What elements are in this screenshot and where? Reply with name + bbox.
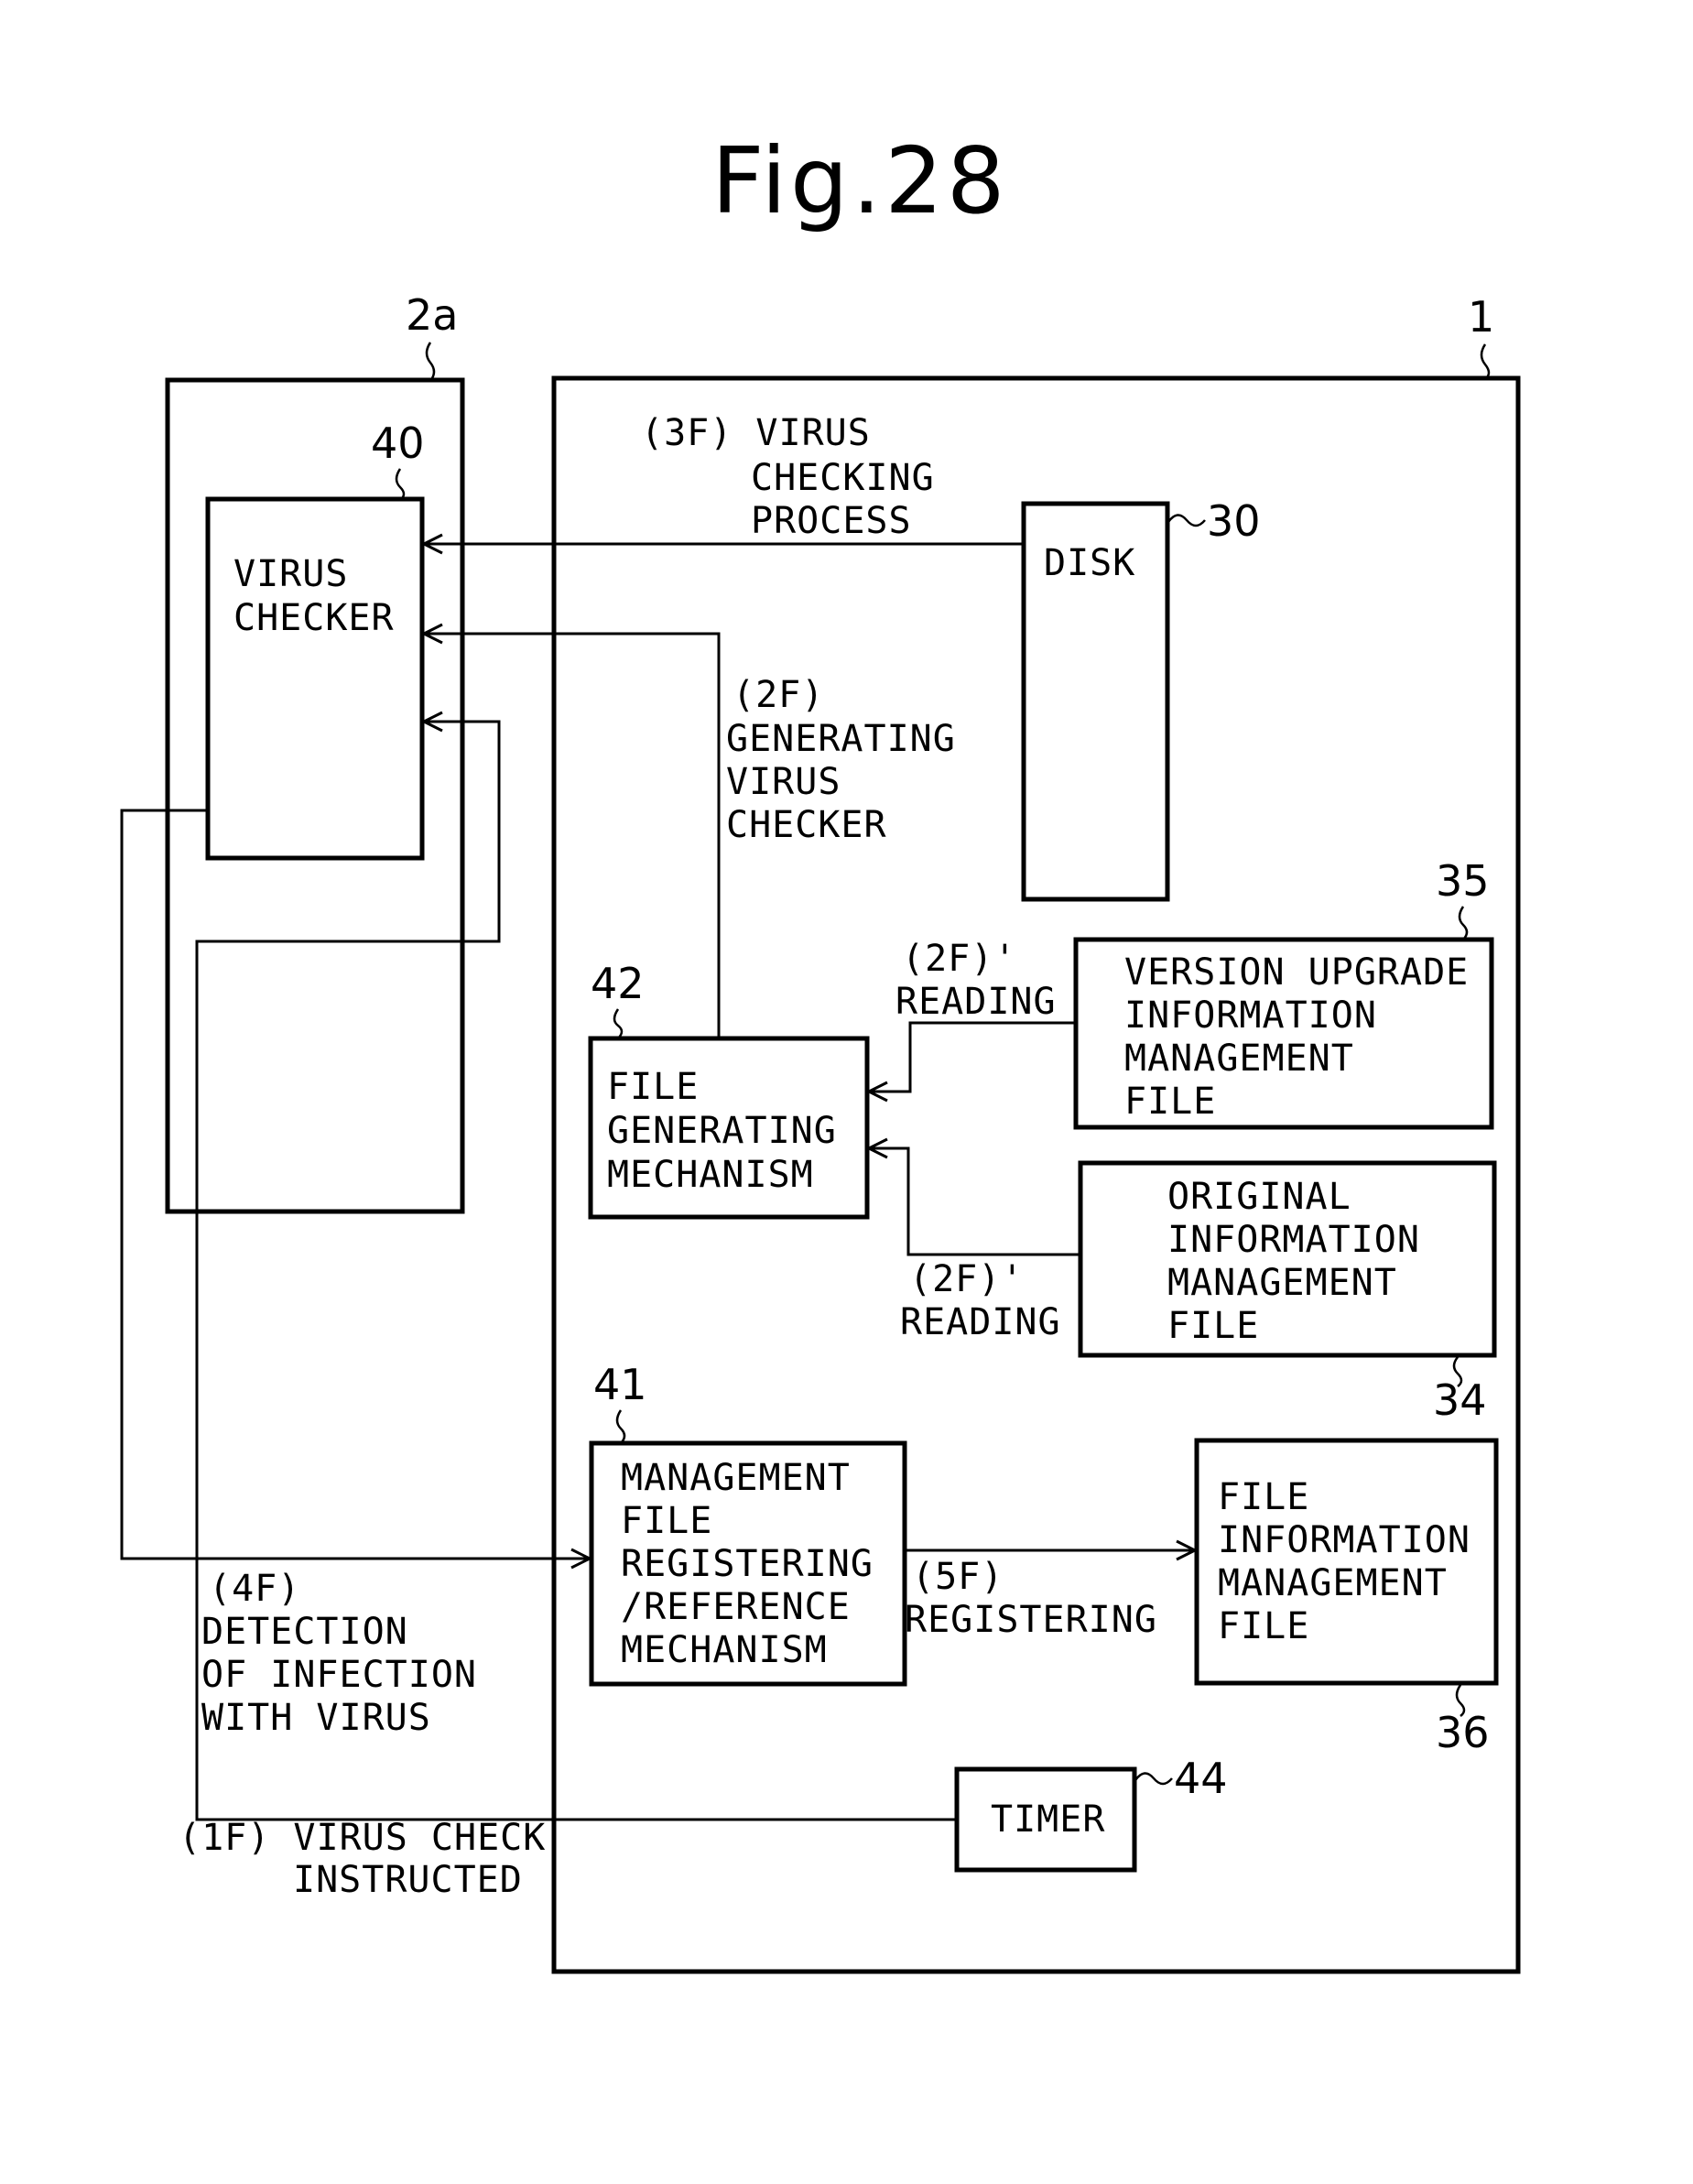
arrow-4f-detection: [122, 810, 590, 1568]
step-1f-label: (1F) VIRUS CHECK INSTRUCTED: [179, 1817, 546, 1901]
arrow-3f-virus-checking: [424, 535, 1024, 553]
arrow-2f-generating: [424, 625, 719, 1038]
original-information-file-label: ORIGINAL INFORMATION MANAGEMENT FILE: [1167, 1176, 1420, 1347]
svg-text:TIMER: TIMER: [991, 1798, 1105, 1841]
ref-1: 1: [1468, 292, 1494, 379]
svg-text:(3F) VIRUS: (3F) VIRUS: [641, 412, 871, 454]
ref-42: 42: [591, 959, 645, 1038]
svg-text:42: 42: [591, 959, 645, 1008]
svg-text:(2F): (2F): [733, 674, 824, 716]
arrow-2f-reading-version: [869, 1023, 1076, 1101]
ref-40: 40: [371, 418, 425, 500]
ref-2a: 2a: [406, 290, 458, 381]
svg-text:VIRUS: VIRUS: [233, 553, 348, 595]
svg-text:INSTRUCTED: INSTRUCTED: [293, 1859, 523, 1901]
svg-text:FILE: FILE: [1124, 1081, 1216, 1123]
registering-reference-mechanism-label: MANAGEMENT FILE REGISTERING /REFERENCE M…: [621, 1457, 874, 1671]
step-4f-label: (4F) DETECTION OF INFECTION WITH VIRUS: [201, 1568, 477, 1739]
svg-text:OF INFECTION: OF INFECTION: [201, 1654, 477, 1696]
svg-text:MECHANISM: MECHANISM: [607, 1154, 814, 1196]
svg-text:(1F) VIRUS CHECK: (1F) VIRUS CHECK: [179, 1817, 546, 1859]
ref-41: 41: [593, 1360, 647, 1443]
step-2f-label: (2F) GENERATING VIRUS CHECKER: [726, 674, 956, 846]
virus-checker-label: VIRUS CHECKER: [233, 553, 395, 639]
step-5f-label: (5F) REGISTERING: [905, 1556, 1157, 1641]
ref-34: 34: [1433, 1357, 1487, 1425]
svg-text:CHECKING: CHECKING: [751, 457, 935, 499]
svg-text:READING: READING: [895, 981, 1057, 1023]
svg-text:ORIGINAL: ORIGINAL: [1167, 1176, 1351, 1218]
file-information-file-label: FILE INFORMATION MANAGEMENT FILE: [1218, 1476, 1471, 1647]
svg-text:FILE: FILE: [1218, 1605, 1309, 1647]
svg-text:FILE: FILE: [621, 1500, 712, 1542]
svg-text:MANAGEMENT: MANAGEMENT: [1124, 1038, 1354, 1080]
svg-text:2a: 2a: [406, 290, 458, 340]
svg-text:CHECKER: CHECKER: [233, 597, 395, 639]
svg-text:INFORMATION: INFORMATION: [1167, 1219, 1420, 1261]
svg-text:35: 35: [1436, 856, 1490, 906]
step-2f-reading-top-label: (2F)' READING: [895, 938, 1057, 1023]
svg-text:VERSION UPGRADE: VERSION UPGRADE: [1124, 951, 1469, 994]
svg-text:REGISTERING: REGISTERING: [621, 1543, 874, 1585]
svg-text:30: 30: [1207, 496, 1261, 546]
svg-text:GENERATING: GENERATING: [607, 1110, 837, 1152]
svg-text:WITH VIRUS: WITH VIRUS: [201, 1697, 431, 1739]
disk-label: DISK: [1044, 542, 1135, 584]
ref-44: 44: [1135, 1754, 1228, 1803]
svg-text:MANAGEMENT: MANAGEMENT: [1218, 1562, 1448, 1604]
svg-text:MANAGEMENT: MANAGEMENT: [1167, 1262, 1397, 1304]
ref-36: 36: [1436, 1685, 1490, 1757]
version-upgrade-file-label: VERSION UPGRADE INFORMATION MANAGEMENT F…: [1124, 951, 1469, 1123]
file-generating-mechanism-label: FILE GENERATING MECHANISM: [607, 1066, 837, 1196]
step-3f-label: (3F) VIRUS CHECKING PROCESS: [641, 412, 935, 542]
svg-text:(2F)': (2F)': [909, 1258, 1024, 1300]
svg-text:READING: READING: [900, 1301, 1061, 1343]
svg-text:FILE: FILE: [607, 1066, 699, 1108]
svg-text:41: 41: [593, 1360, 647, 1409]
figure-title: Fig.28: [711, 127, 1009, 234]
svg-text:40: 40: [371, 418, 425, 468]
svg-text:VIRUS: VIRUS: [726, 761, 841, 803]
arrow-2f-reading-original: [869, 1139, 1080, 1255]
svg-text:44: 44: [1174, 1754, 1228, 1803]
svg-text:1: 1: [1468, 292, 1494, 342]
svg-text:FILE: FILE: [1218, 1476, 1309, 1518]
svg-text:DETECTION: DETECTION: [201, 1611, 408, 1653]
svg-text:/REFERENCE: /REFERENCE: [621, 1586, 851, 1628]
svg-text:MECHANISM: MECHANISM: [621, 1629, 828, 1671]
ref-30: 30: [1168, 496, 1261, 546]
svg-text:CHECKER: CHECKER: [726, 804, 887, 846]
timer-label: TIMER: [991, 1798, 1105, 1841]
svg-text:PROCESS: PROCESS: [751, 500, 912, 542]
svg-text:(2F)': (2F)': [902, 938, 1016, 980]
terminal-2a-box: [168, 380, 462, 1212]
svg-text:INFORMATION: INFORMATION: [1218, 1519, 1471, 1561]
svg-text:(4F): (4F): [209, 1568, 300, 1610]
svg-text:INFORMATION: INFORMATION: [1124, 994, 1377, 1037]
svg-text:(5F): (5F): [912, 1556, 1004, 1598]
svg-text:GENERATING: GENERATING: [726, 718, 956, 760]
svg-text:FILE: FILE: [1167, 1305, 1259, 1347]
svg-text:DISK: DISK: [1044, 542, 1135, 584]
ref-35: 35: [1436, 856, 1490, 940]
step-2f-reading-bottom-label: (2F)' READING: [900, 1258, 1061, 1343]
svg-text:MANAGEMENT: MANAGEMENT: [621, 1457, 851, 1499]
svg-text:REGISTERING: REGISTERING: [905, 1599, 1157, 1641]
